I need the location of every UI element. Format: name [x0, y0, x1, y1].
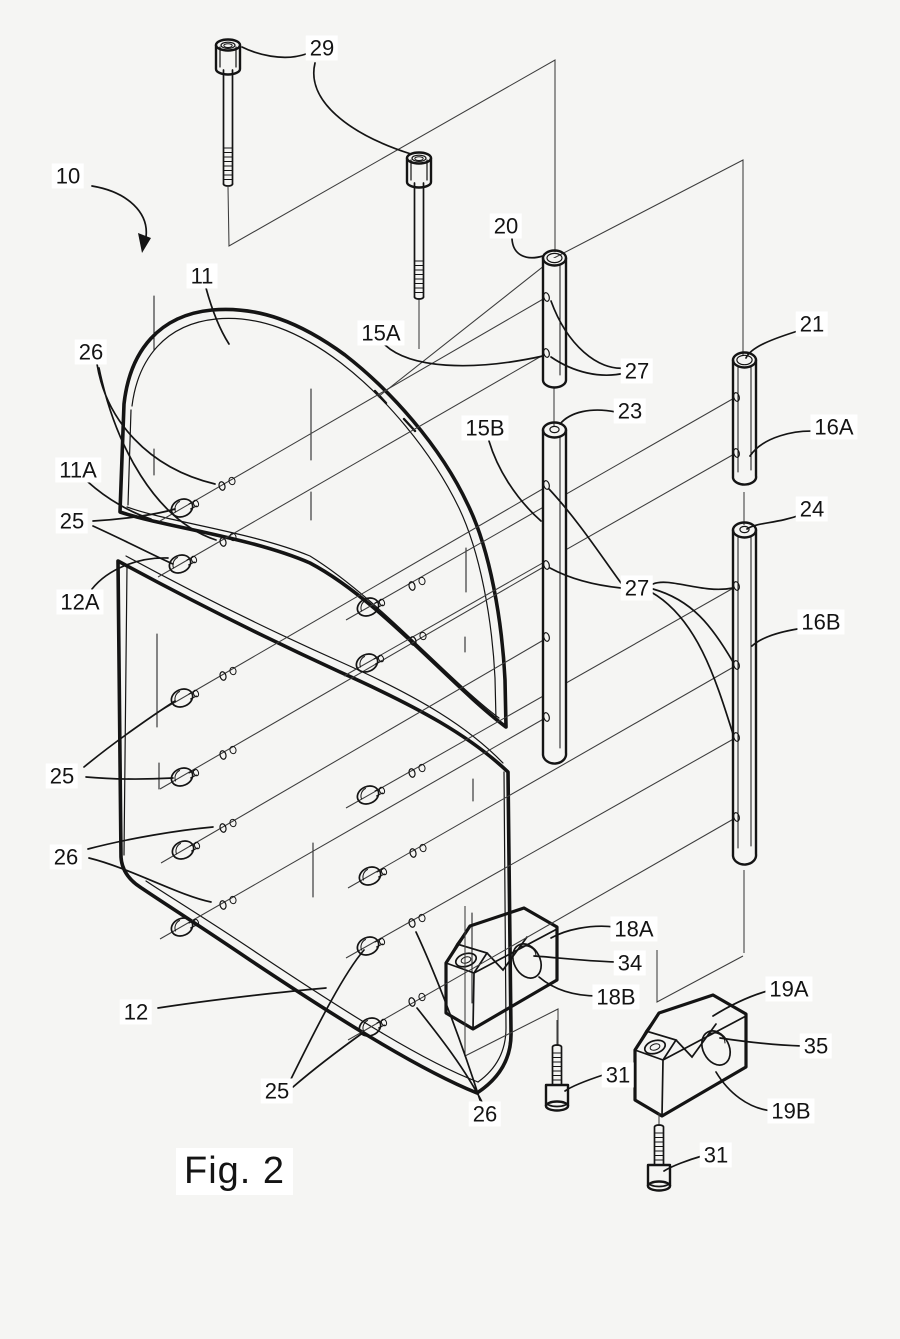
ref-label-21: 21	[795, 311, 829, 337]
ref-label-15b: 15B	[461, 415, 509, 441]
leader-15a	[384, 344, 544, 367]
ref-label-18b: 18B	[592, 984, 640, 1010]
ref-label-11a: 11A	[55, 457, 101, 483]
leader-10-arrow	[91, 185, 148, 238]
ref-label-15a: 15A	[357, 320, 405, 346]
leader-25-mid	[83, 700, 176, 780]
bolt-31-right	[646, 1123, 672, 1192]
screws-25	[165, 494, 389, 1041]
ref-label-19a: 19A	[765, 976, 813, 1002]
ref-label-27-2: 27	[620, 575, 654, 601]
arrow-10-head	[138, 233, 151, 253]
leader-12a	[91, 557, 169, 590]
leader-21	[745, 329, 802, 359]
leader-19a	[712, 989, 772, 1017]
ref-label-29: 29	[305, 35, 339, 61]
clamp-block-18	[444, 906, 559, 1031]
leader-27-lower	[548, 488, 734, 735]
clamp-block-19	[633, 993, 748, 1118]
leader-18a	[550, 925, 616, 939]
ref-label-11: 11	[186, 263, 218, 289]
ref-label-24: 24	[795, 496, 829, 522]
washers-26	[217, 476, 428, 1008]
leader-26-lower	[415, 931, 484, 1105]
figure-caption: Fig. 2	[176, 1148, 294, 1195]
ref-label-25-2: 25	[45, 763, 79, 789]
ref-label-12a: 12A	[56, 589, 104, 615]
leader-20	[511, 238, 544, 259]
leader-11a	[87, 481, 152, 520]
ref-label-31-2: 31	[699, 1142, 733, 1168]
ref-label-26: 26	[74, 339, 108, 365]
leader-19b	[715, 1071, 774, 1112]
leader-26-mid	[87, 826, 214, 903]
bolt-31-left	[544, 1043, 570, 1112]
ref-label-16a: 16A	[810, 414, 858, 440]
ref-label-35: 35	[799, 1033, 833, 1059]
ref-label-23: 23	[613, 398, 647, 424]
ref-label-25: 25	[55, 508, 89, 534]
cap-screw-29-left	[214, 38, 242, 188]
leader-26-upper	[96, 363, 217, 541]
ref-label-25-3: 25	[260, 1078, 294, 1104]
post-16b	[731, 521, 758, 866]
ref-label-26-3: 26	[468, 1101, 502, 1127]
ref-label-27: 27	[620, 358, 654, 384]
leader-27-upper	[550, 300, 626, 376]
ref-label-31: 31	[601, 1062, 635, 1088]
leader-25-upper	[92, 508, 176, 565]
ref-label-20: 20	[489, 213, 523, 239]
ref-label-19b: 19B	[767, 1098, 815, 1124]
leader-25-lower	[289, 949, 365, 1088]
leader-34	[533, 955, 617, 963]
ref-label-10: 10	[51, 163, 85, 189]
leader-35	[719, 1037, 803, 1047]
post-15a	[541, 249, 568, 389]
ref-label-18a: 18A	[610, 916, 658, 942]
lower-panel-12	[116, 555, 513, 1095]
dome-hole-ticks	[373, 389, 417, 433]
leader-31-right	[663, 1155, 703, 1172]
leader-11	[205, 287, 230, 345]
ref-label-34: 34	[613, 950, 647, 976]
leader-12	[157, 987, 327, 1009]
upper-panel-11	[118, 295, 508, 729]
leader-23	[559, 409, 617, 425]
ref-label-12: 12	[119, 999, 153, 1025]
leader-15b	[488, 440, 542, 522]
ref-label-16b: 16B	[797, 609, 845, 635]
post-15b	[541, 421, 568, 765]
ref-label-26-2: 26	[49, 844, 83, 870]
post-16a	[731, 351, 758, 486]
cap-screw-29-right	[405, 151, 433, 301]
leader-29	[241, 46, 412, 155]
leader-18b	[538, 976, 599, 997]
leader-31-left	[564, 1074, 604, 1092]
